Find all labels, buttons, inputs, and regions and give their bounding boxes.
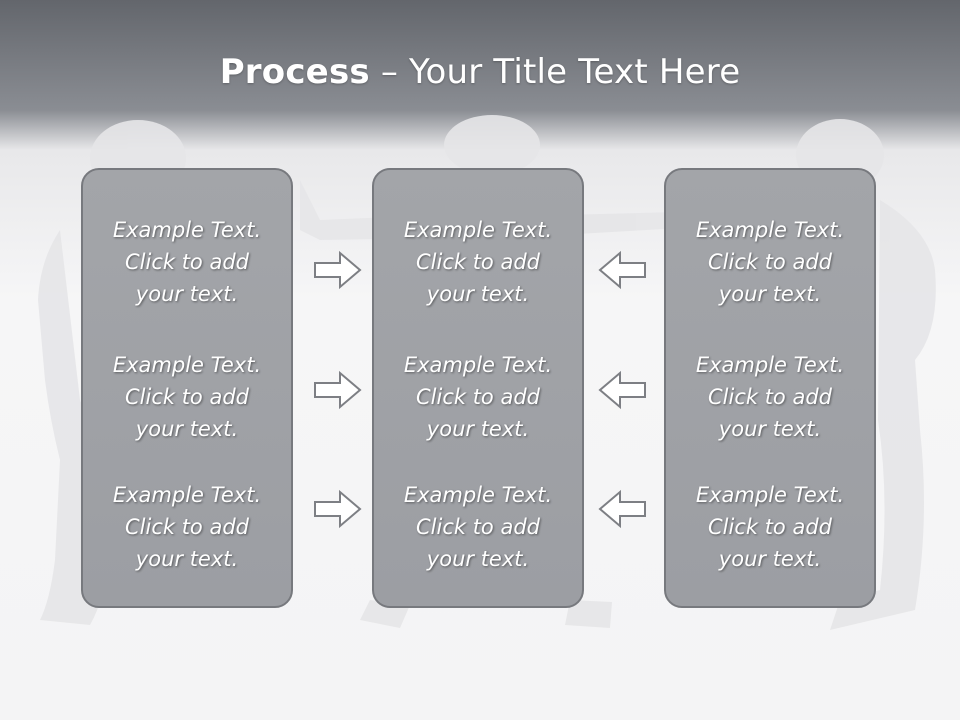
placeholder-line: your text. — [135, 417, 239, 441]
right-panel[interactable]: Example Text. Click to add your text. Ex… — [664, 168, 876, 608]
arrow-left-icon[interactable] — [597, 489, 647, 529]
arrow-right-icon[interactable] — [313, 250, 363, 290]
placeholder-line: your text. — [718, 547, 822, 571]
slide-title[interactable]: Process – Your Title Text Here — [0, 52, 960, 92]
arrow-left-icon[interactable] — [597, 370, 647, 410]
placeholder-line: Click to add — [415, 515, 540, 539]
title-bold-word: Process — [219, 52, 370, 92]
text-placeholder[interactable]: Example Text. Click to add your text. — [666, 214, 874, 310]
placeholder-line: your text. — [135, 282, 239, 306]
text-placeholder[interactable]: Example Text. Click to add your text. — [374, 349, 582, 445]
title-rest: – Your Title Text Here — [369, 52, 741, 92]
placeholder-line: your text. — [135, 547, 239, 571]
placeholder-line: your text. — [718, 417, 822, 441]
placeholder-line: Click to add — [707, 385, 832, 409]
left-panel[interactable]: Example Text. Click to add your text. Ex… — [81, 168, 293, 608]
placeholder-line: Example Text. — [403, 353, 553, 377]
text-placeholder[interactable]: Example Text. Click to add your text. — [374, 214, 582, 310]
text-placeholder[interactable]: Example Text. Click to add your text. — [83, 214, 291, 310]
placeholder-line: Example Text. — [403, 218, 553, 242]
arrow-right-icon[interactable] — [313, 489, 363, 529]
placeholder-line: Click to add — [124, 250, 249, 274]
placeholder-line: your text. — [426, 547, 530, 571]
placeholder-line: Example Text. — [695, 353, 845, 377]
arrow-right-icon[interactable] — [313, 370, 363, 410]
placeholder-line: Click to add — [707, 250, 832, 274]
placeholder-line: your text. — [718, 282, 822, 306]
arrow-left-icon[interactable] — [597, 250, 647, 290]
placeholder-line: Example Text. — [695, 218, 845, 242]
placeholder-line: Click to add — [415, 250, 540, 274]
placeholder-line: Click to add — [124, 515, 249, 539]
placeholder-line: Example Text. — [112, 483, 262, 507]
placeholder-line: Click to add — [707, 515, 832, 539]
text-placeholder[interactable]: Example Text. Click to add your text. — [666, 349, 874, 445]
text-placeholder[interactable]: Example Text. Click to add your text. — [374, 479, 582, 575]
placeholder-line: Example Text. — [695, 483, 845, 507]
placeholder-line: Example Text. — [112, 218, 262, 242]
text-placeholder[interactable]: Example Text. Click to add your text. — [666, 479, 874, 575]
placeholder-line: Click to add — [124, 385, 249, 409]
placeholder-line: your text. — [426, 282, 530, 306]
placeholder-line: your text. — [426, 417, 530, 441]
placeholder-line: Example Text. — [112, 353, 262, 377]
center-panel[interactable]: Example Text. Click to add your text. Ex… — [372, 168, 584, 608]
placeholder-line: Example Text. — [403, 483, 553, 507]
text-placeholder[interactable]: Example Text. Click to add your text. — [83, 479, 291, 575]
text-placeholder[interactable]: Example Text. Click to add your text. — [83, 349, 291, 445]
placeholder-line: Click to add — [415, 385, 540, 409]
